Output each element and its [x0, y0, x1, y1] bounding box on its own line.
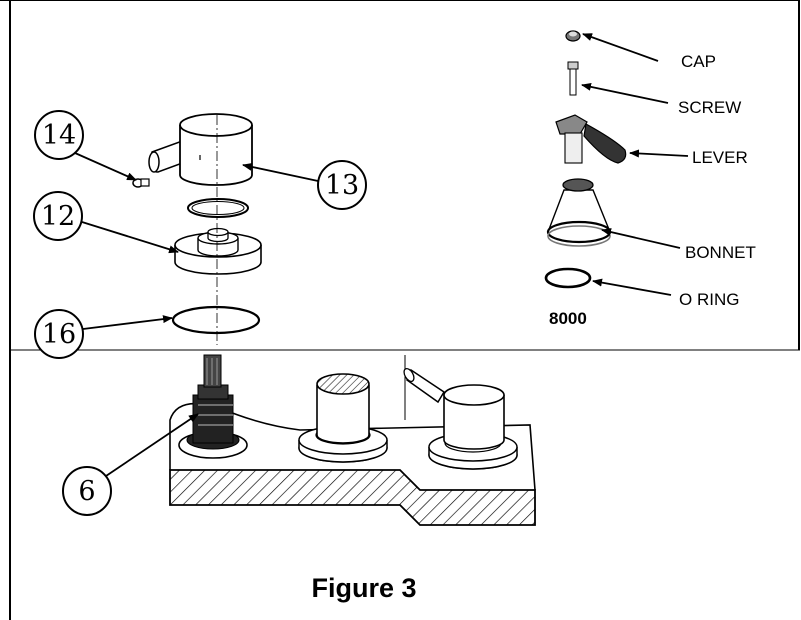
retaining-ring	[187, 198, 249, 218]
model-number: 8000	[549, 309, 587, 328]
o-ring-part	[544, 267, 592, 289]
svg-text:O RING: O RING	[679, 290, 739, 309]
callout-12: 12	[33, 191, 179, 254]
figure-caption: Figure 3	[311, 573, 416, 603]
center-valve-body	[298, 373, 388, 463]
callout-14: 14	[34, 110, 137, 181]
handle-assembly-part-13	[148, 113, 253, 186]
callout-13: 13	[242, 160, 367, 210]
label-screw: SCREW	[581, 82, 741, 117]
svg-text:LEVER: LEVER	[692, 148, 748, 167]
lever-part	[555, 114, 627, 164]
bonnet-part	[546, 178, 612, 247]
svg-text:13: 13	[325, 170, 359, 201]
right-valve-with-handle	[403, 355, 518, 470]
svg-text:BONNET: BONNET	[685, 243, 756, 262]
label-cap: CAP	[582, 33, 716, 71]
svg-text:14: 14	[42, 120, 76, 151]
cap-part	[565, 30, 581, 42]
callout-16: 16	[34, 309, 173, 359]
svg-text:SCREW: SCREW	[678, 98, 741, 117]
stem-adapter-part-12	[174, 227, 262, 275]
svg-text:6: 6	[78, 476, 95, 507]
label-o-ring: O RING	[592, 278, 739, 309]
svg-text:12: 12	[41, 201, 75, 232]
callout-6: 6	[62, 413, 199, 516]
valve-stem-part-6	[178, 354, 248, 459]
label-lever: LEVER	[629, 148, 748, 167]
label-bonnet: BONNET	[601, 228, 756, 262]
set-screw-part-14	[132, 178, 150, 188]
o-ring-part-16	[171, 305, 261, 335]
screw-part	[567, 61, 579, 96]
svg-text:16: 16	[42, 319, 76, 350]
svg-text:CAP: CAP	[681, 52, 716, 71]
